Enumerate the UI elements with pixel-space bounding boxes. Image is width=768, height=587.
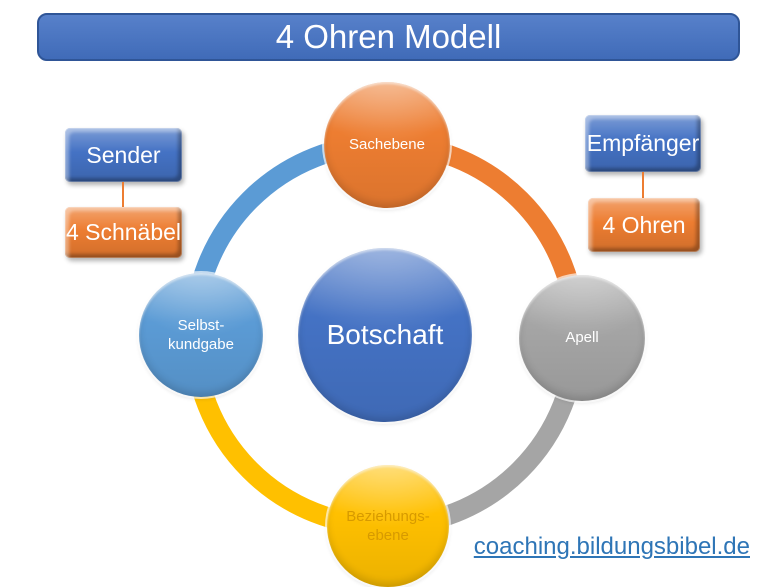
receiver-connector-line (642, 172, 644, 198)
ohren-box-label: 4 Ohren (602, 211, 686, 238)
page-title: 4 Ohren Modell (275, 18, 502, 55)
title-banner: 4 Ohren Modell (37, 13, 740, 61)
center-botschaft-circle: Botschaft (298, 248, 472, 422)
node-sachebene-label: Sachebene (349, 136, 425, 154)
schnaebel-box-label: 4 Schnäbel (65, 219, 182, 245)
schnaebel-box: 4 Schnäbel (65, 207, 182, 258)
sender-box-label: Sender (86, 141, 161, 168)
empfaenger-box: Empfänger (585, 115, 701, 172)
node-apell: Apell (519, 275, 645, 401)
node-sachebene: Sachebene (324, 82, 450, 208)
empfaenger-box-label: Empfänger (586, 130, 700, 156)
node-selbstkundgabe: Selbst- kundgabe (139, 273, 263, 397)
ohren-box: 4 Ohren (588, 198, 700, 252)
node-beziehungsebene-label: Beziehungs- ebene (346, 507, 430, 545)
sender-box: Sender (65, 128, 182, 182)
sender-connector-line (122, 182, 124, 207)
node-apell-label: Apell (565, 329, 599, 347)
footer-link[interactable]: coaching.bildungsbibel.de (473, 533, 750, 560)
node-selbstkundgabe-label: Selbst- kundgabe (168, 316, 234, 354)
node-beziehungsebene: Beziehungs- ebene (327, 465, 449, 587)
center-botschaft-label: Botschaft (326, 319, 444, 350)
